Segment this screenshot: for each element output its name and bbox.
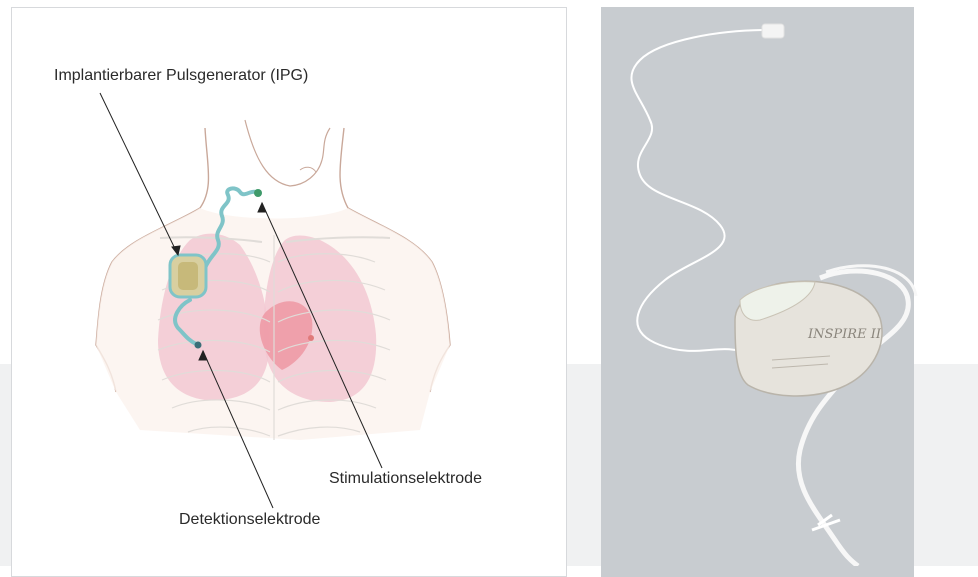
detection-electrode-label: Detektionselektrode (179, 511, 320, 529)
stimulation-electrode-tip (254, 189, 262, 197)
device-photo (631, 24, 916, 566)
chest-marker (308, 335, 314, 341)
ipg-label: Implantierbarer Pulsgenerator (IPG) (54, 67, 308, 85)
stimulation-electrode-label: Stimulationselektrode (329, 470, 482, 488)
neck-jaw-outline (245, 120, 330, 186)
detection-electrode-tip (195, 342, 202, 349)
